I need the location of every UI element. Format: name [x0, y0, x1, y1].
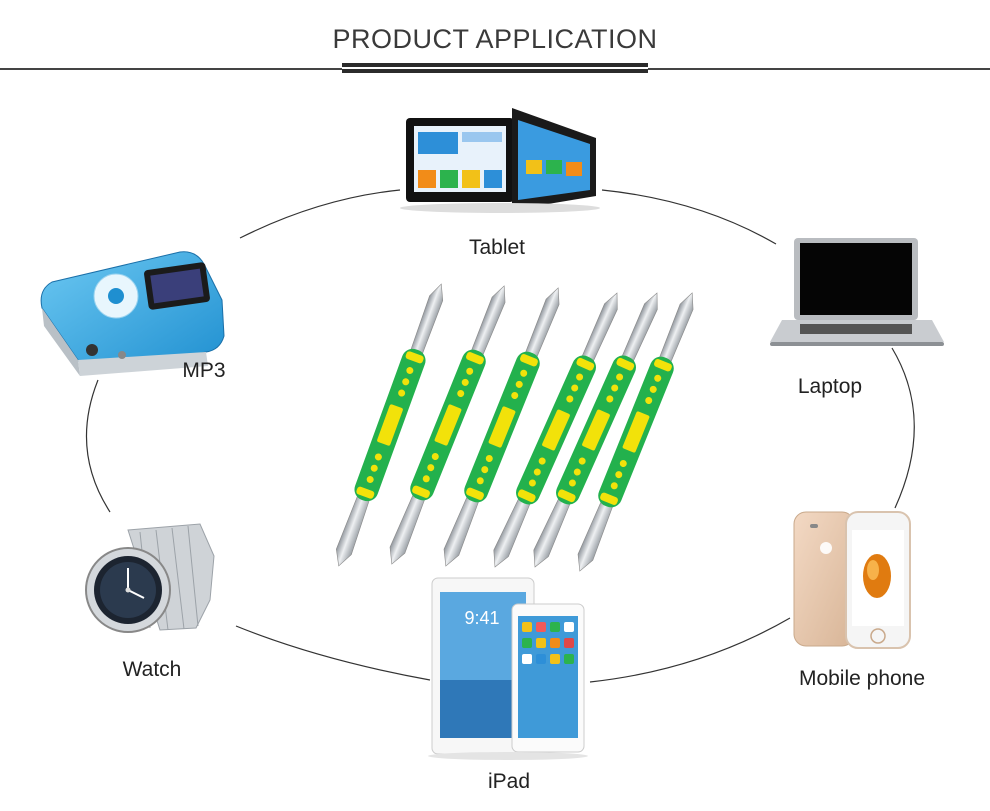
watch-label: Watch: [123, 658, 182, 681]
mp3-label: MP3: [182, 359, 225, 382]
section-header: PRODUCT APPLICATION: [0, 0, 990, 80]
mobile-phone-label: Mobile phone: [799, 667, 925, 690]
connector-arcs: [85, 189, 915, 683]
tablet-label: Tablet: [469, 236, 525, 259]
laptop-label: Laptop: [798, 375, 862, 398]
ipad-icon: 9:41: [428, 577, 588, 760]
ipad-lockscreen-time: 9:41: [464, 608, 499, 628]
ipad-label: iPad: [488, 770, 530, 793]
mobile-phone-icon: [793, 511, 911, 649]
header-accent-bar: [342, 63, 648, 73]
tablet-icon: [400, 108, 600, 213]
spudger-tool-set-icon: [326, 279, 704, 577]
mp3-player-icon: [40, 251, 225, 376]
page-title: PRODUCT APPLICATION: [332, 24, 658, 54]
watch-icon: [85, 523, 215, 633]
laptop-icon: [770, 238, 944, 346]
